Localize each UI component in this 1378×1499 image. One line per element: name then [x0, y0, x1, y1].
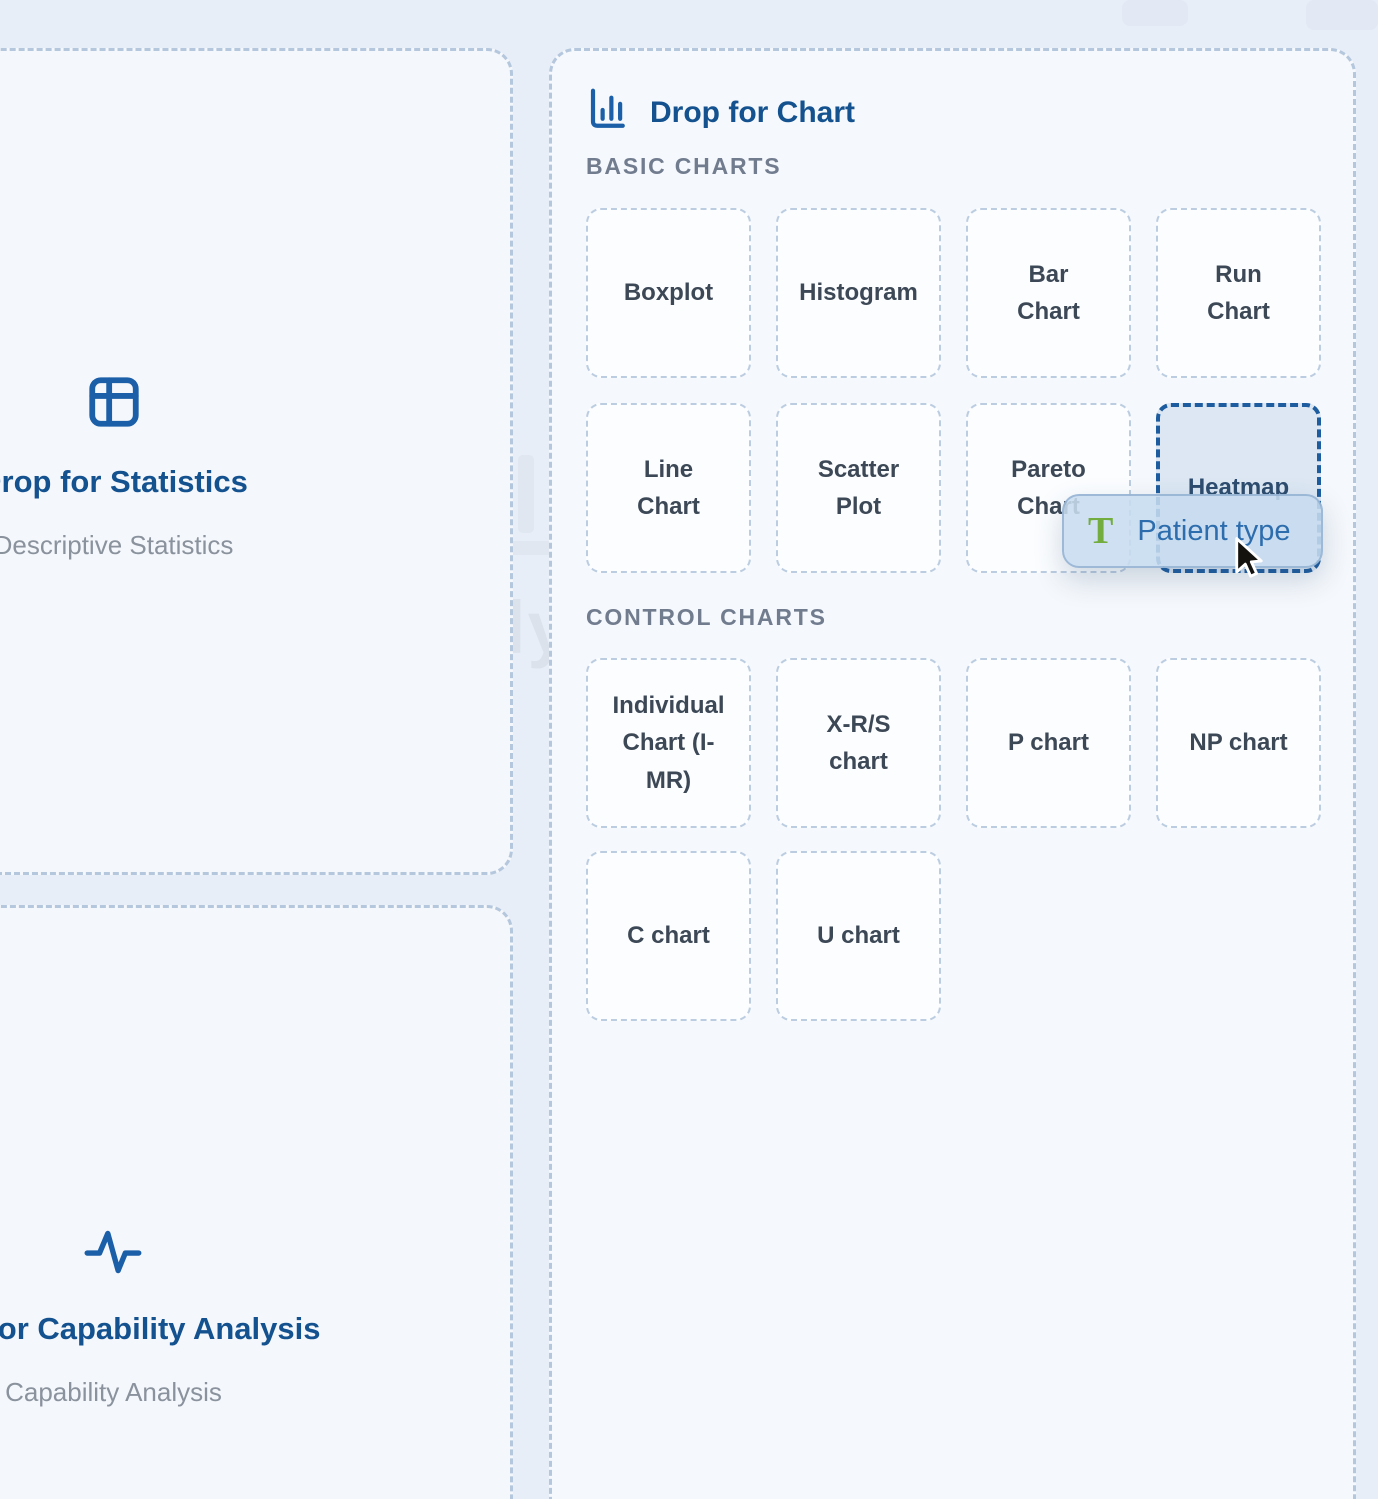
- chart-tile-pareto-chart[interactable]: Pareto Chart: [966, 403, 1131, 573]
- bar-chart-icon: [586, 87, 628, 138]
- text-type-icon: T: [1088, 510, 1114, 552]
- control-charts-section-label: CONTROL CHARTS: [586, 604, 827, 630]
- drop-zone-chart[interactable]: Drop for Chart BASIC CHARTS Boxplot Hist…: [549, 48, 1356, 1499]
- chart-tile-run-chart[interactable]: Run Chart: [1156, 208, 1321, 378]
- dragged-variable-chip[interactable]: T Patient type: [1062, 494, 1323, 568]
- statistics-zone-title: Drop for Statistics: [0, 464, 248, 499]
- chart-tile-np-chart[interactable]: NP chart: [1156, 658, 1321, 828]
- chart-zone-header: Drop for Chart: [586, 87, 855, 138]
- capability-zone-subtitle: Capability Analysis: [5, 1377, 222, 1407]
- activity-pulse-icon: [81, 1226, 147, 1283]
- ghost-artifact: [1306, 0, 1378, 30]
- chart-tile-xrs-chart[interactable]: X-R/S chart: [776, 658, 941, 828]
- table-icon: [83, 373, 145, 436]
- chart-tile-bar-chart[interactable]: Bar Chart: [966, 208, 1131, 378]
- statistics-zone-subtitle: Descriptive Statistics: [0, 530, 234, 560]
- chart-tile-p-chart[interactable]: P chart: [966, 658, 1131, 828]
- basic-charts-grid: Boxplot Histogram Bar Chart Run Chart Li…: [586, 208, 1321, 573]
- capability-zone-title: Drop for Capability Analysis: [0, 1311, 321, 1346]
- chart-zone-title: Drop for Chart: [650, 95, 855, 129]
- mouse-cursor-icon: [1234, 537, 1264, 586]
- chart-tile-line-chart[interactable]: Line Chart: [586, 403, 751, 573]
- chart-tile-u-chart[interactable]: U chart: [776, 851, 941, 1021]
- drop-zone-statistics[interactable]: Drop for Statistics Descriptive Statisti…: [0, 48, 513, 875]
- chart-tile-boxplot[interactable]: Boxplot: [586, 208, 751, 378]
- drop-zone-capability-analysis[interactable]: Drop for Capability Analysis Capability …: [0, 905, 513, 1499]
- chart-tile-scatter-plot[interactable]: Scatter Plot: [776, 403, 941, 573]
- chart-tile-c-chart[interactable]: C chart: [586, 851, 751, 1021]
- control-charts-grid: Individual Chart (I- MR) X-R/S chart P c…: [586, 658, 1321, 1021]
- ghost-artifact: [1122, 0, 1188, 26]
- chart-tile-individual-imr[interactable]: Individual Chart (I- MR): [586, 658, 751, 828]
- basic-charts-section-label: BASIC CHARTS: [586, 153, 782, 179]
- dragged-variable-label: Patient type: [1137, 514, 1291, 547]
- chart-tile-histogram[interactable]: Histogram: [776, 208, 941, 378]
